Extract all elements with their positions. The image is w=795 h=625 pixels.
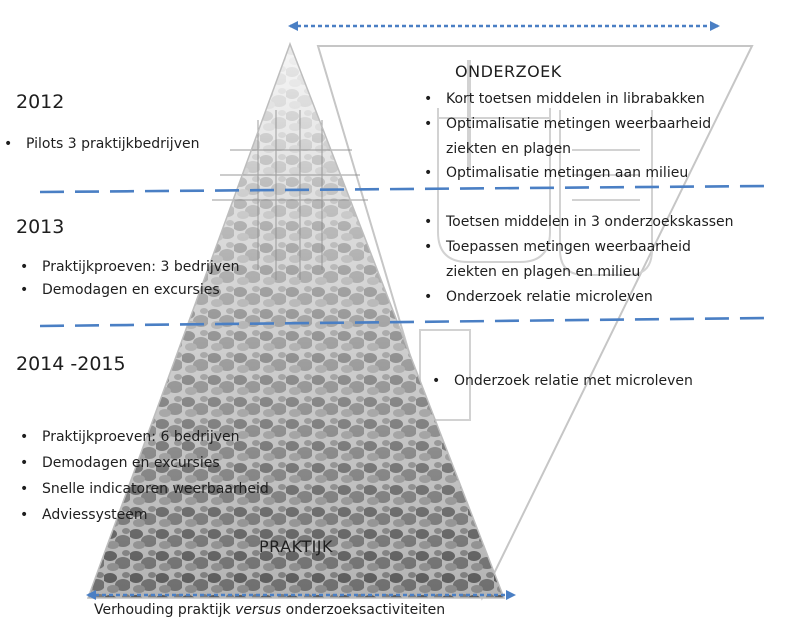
year-label-2013: 2013 [16,216,65,238]
year-label-2014-2015: 2014 -2015 [16,353,126,375]
practice-item: Praktijkproeven: 6 bedrijven [16,430,240,444]
research-item: Optimalisatie metingen aan milieu [420,166,688,180]
practice-heading: PRAKTIJK [259,537,334,556]
research-item: Toetsen middelen in 3 onderzoekskassen [420,215,734,229]
research-item-continuation: ziekten en plagen en milieu [446,264,641,280]
phase-divider-2 [39,316,769,328]
practice-item: Praktijkproeven: 3 bedrijven [16,260,240,274]
practice-item: Pilots 3 praktijkbedrijven [0,137,199,151]
research-item: Onderzoek relatie met microleven [428,374,693,388]
research-item: Kort toetsen middelen in librabakken [420,92,705,106]
research-item-continuation: ziekten en plagen [446,141,572,157]
research-heading: ONDERZOEK [455,62,562,81]
practice-item: Demodagen en excursies [16,283,220,297]
practice-item: Adviessysteem [16,508,148,522]
caption-text-after: onderzoeksactiviteiten [281,602,446,618]
caption-emphasis: versus [235,602,282,618]
research-item: Onderzoek relatie microleven [420,290,653,304]
caption-text-before: Verhouding praktijk [94,602,236,618]
research-item: Toepassen metingen weerbaarheid [420,240,691,254]
research-item: Optimalisatie metingen weerbaarheid [420,117,711,131]
phase-divider-1 [39,184,769,194]
practice-item: Demodagen en excursies [16,456,220,470]
practice-item: Snelle indicatoren weerbaarheid [16,482,269,496]
diagram-caption: Verhouding praktijk versus onderzoeksact… [94,603,445,617]
year-label-2012: 2012 [16,91,65,113]
